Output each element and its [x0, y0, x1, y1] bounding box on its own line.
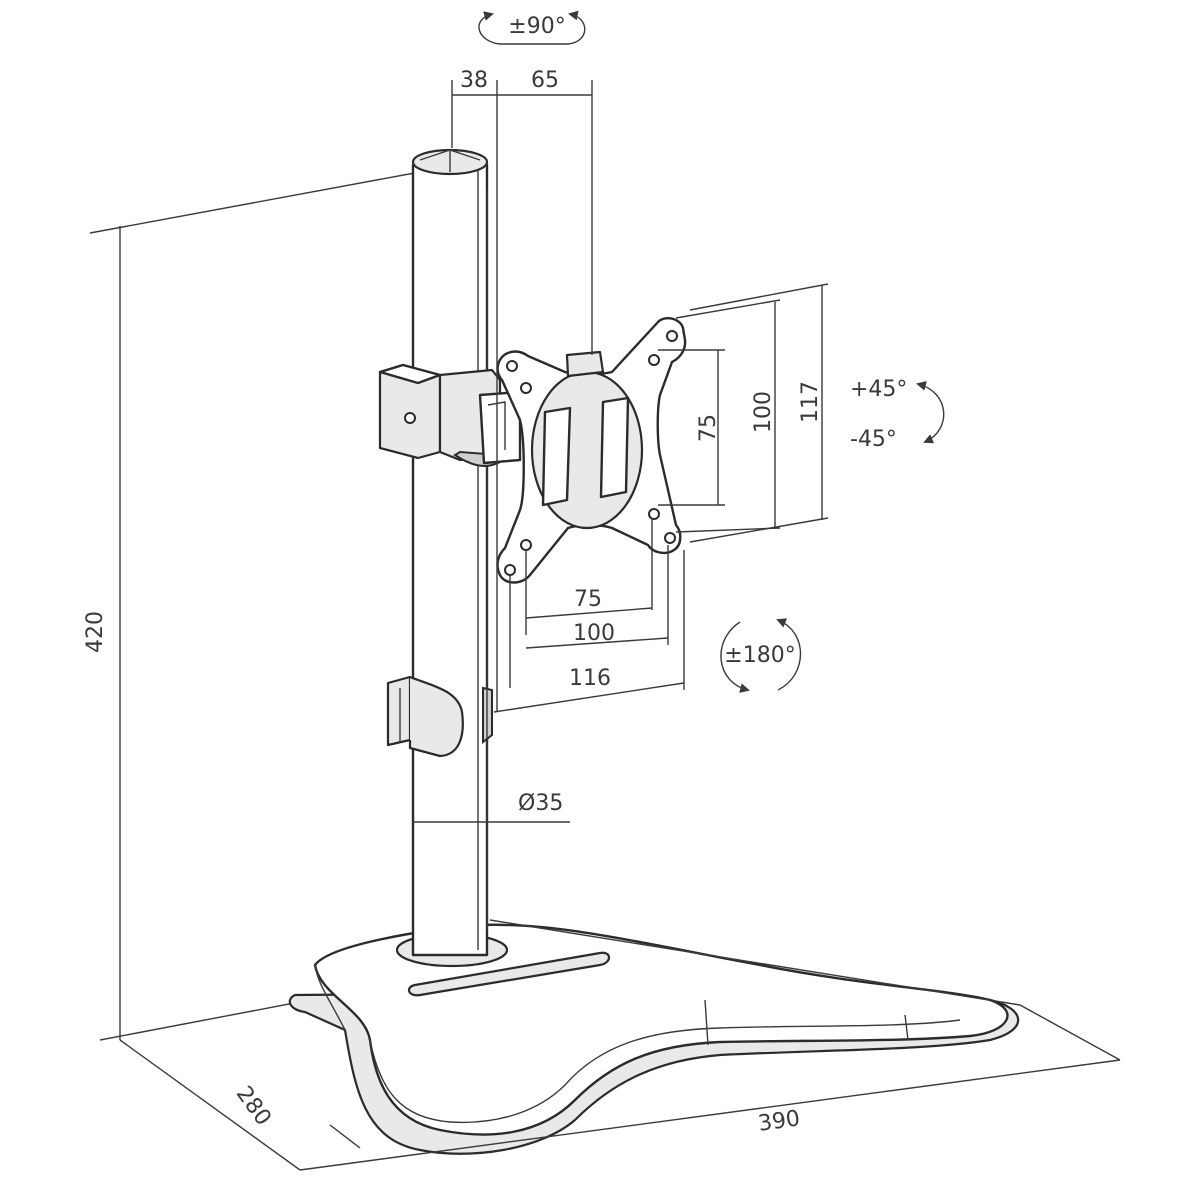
top-depth-label: 65 [531, 68, 559, 93]
rotation-plate-label: ±180° [724, 643, 795, 668]
rotation-plate-indicator: ±180° [720, 618, 802, 693]
base-width-dimension: 390 [299, 919, 1121, 1171]
stand-base [288, 923, 1020, 1155]
height-label: 420 [83, 611, 108, 653]
base-depth-label: 280 [231, 1082, 276, 1131]
plate-height-label: 117 [798, 381, 823, 423]
pole-clamp [378, 363, 522, 467]
rotation-top-label: ±90° [508, 14, 565, 39]
vesa-vertical-small-label: 75 [696, 414, 721, 442]
top-offset-label: 38 [460, 68, 488, 93]
pole-diameter-dimension: Ø35 [413, 190, 570, 930]
vesa-horizontal-small-label: 75 [574, 587, 602, 612]
height-dimension: 420 [83, 171, 421, 1041]
vesa-plate [496, 316, 687, 584]
tilt-up-label: +45° [850, 377, 907, 402]
vesa-vertical-large-label: 100 [751, 391, 776, 433]
vesa-horizontal-large-label: 100 [573, 621, 615, 646]
pole [411, 148, 489, 957]
tilt-indicator: +45° -45° [850, 377, 945, 452]
vesa-vertical-dimensions: 75 100 117 [658, 283, 829, 543]
cable-clip [386, 675, 464, 758]
base-depth-dimension: 280 [119, 1039, 361, 1171]
pole-diameter-label: Ø35 [518, 791, 563, 816]
base-width-label: 390 [757, 1106, 802, 1137]
top-dimensions: 38 65 ±90° [451, 10, 593, 360]
plate-width-label: 116 [569, 666, 611, 691]
vesa-horizontal-dimensions: 75 100 116 [493, 360, 685, 713]
tilt-down-label: -45° [850, 427, 897, 452]
